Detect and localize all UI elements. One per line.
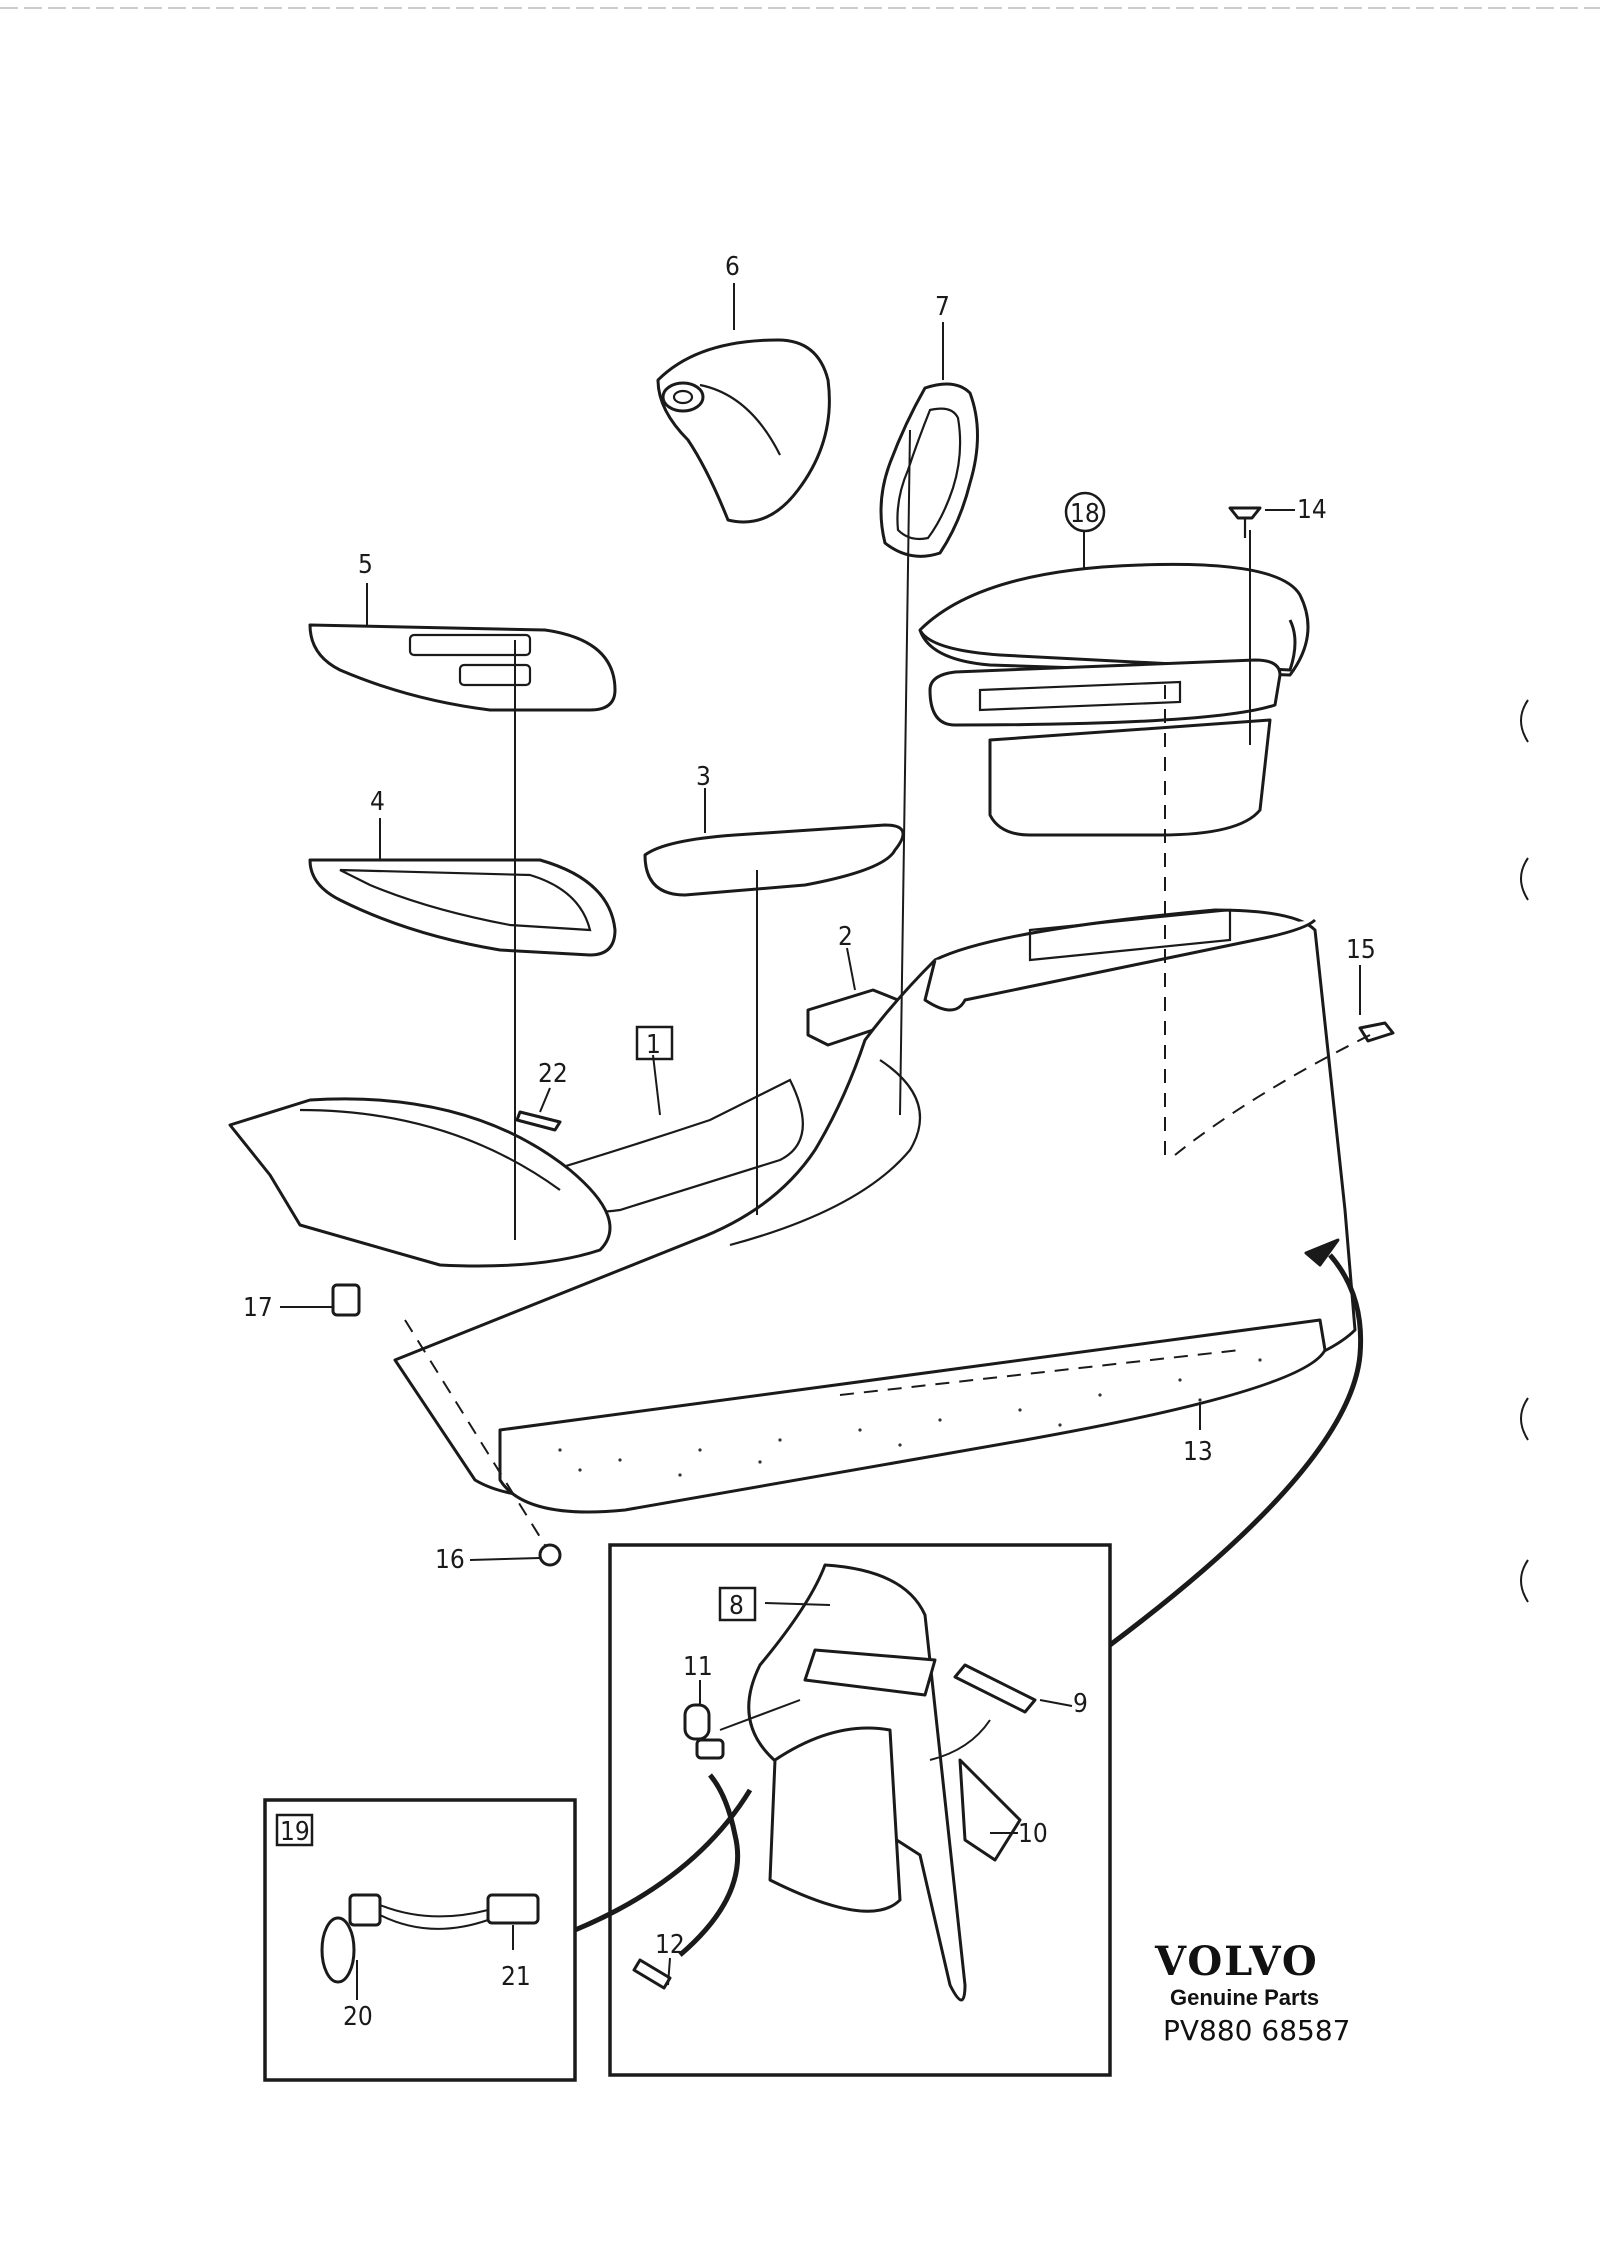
callout-9: 9 — [1073, 1689, 1088, 1719]
switch-12-part — [632, 1958, 672, 1990]
part-code: PV880 68587 — [1163, 2014, 1350, 2047]
callout-frames — [275, 491, 1106, 1847]
callout-12: 12 — [655, 1930, 685, 1960]
volvo-logo: VOLVO — [1154, 1938, 1319, 1985]
callout-6: 6 — [725, 252, 740, 282]
callout-19: 19 — [280, 1817, 310, 1847]
callout-22: 22 — [538, 1059, 568, 1089]
assembly-lines — [514, 429, 1371, 1396]
callout-7: 7 — [935, 292, 950, 322]
cover-plate-3-part — [643, 823, 905, 897]
clip-22-part — [515, 1110, 562, 1132]
inset-arrow — [1108, 1238, 1364, 1647]
connector-21-part — [379, 1893, 540, 1930]
callout-4: 4 — [370, 787, 385, 817]
boot-frame-part — [879, 382, 979, 558]
trim-panel-5-part — [308, 623, 617, 712]
callout-20: 20 — [343, 2002, 373, 2032]
callout-11: 11 — [683, 1652, 713, 1682]
callout-13: 13 — [1183, 1437, 1213, 1467]
bracket-10-part — [958, 1758, 1022, 1862]
clip-17-part — [331, 1283, 361, 1317]
callout-14: 14 — [1297, 495, 1327, 525]
callout-5: 5 — [358, 550, 373, 580]
callout-2: 2 — [838, 922, 853, 952]
genuine-parts-label: Genuine Parts — [1170, 1985, 1319, 2010]
bulb-9-part — [953, 1663, 1037, 1714]
callout-10: 10 — [1018, 1819, 1048, 1849]
bulb-20-part — [320, 1893, 382, 1984]
scan-marks — [0, 7, 1600, 1603]
callout-18: 18 — [1070, 499, 1100, 529]
storage-box-part — [928, 658, 1282, 837]
gear-boot-part — [656, 338, 831, 524]
callout-16: 16 — [435, 1545, 465, 1575]
callout-3: 3 — [696, 762, 711, 792]
callout-labels: 1 2 3 4 5 6 7 8 9 10 11 12 13 14 15 16 1… — [243, 252, 1376, 2032]
holder-11-part — [683, 1703, 725, 1760]
brand-block: VOLVO Genuine Parts PV880 68587 — [1154, 1938, 1350, 2047]
ashtray-housing-part — [747, 1563, 967, 2002]
leader-lines — [280, 283, 1361, 2000]
callout-1: 1 — [646, 1030, 661, 1060]
inset-box-19 — [263, 1788, 753, 2082]
frame-4-part — [308, 858, 617, 957]
inset-box-8 — [608, 1543, 1112, 2077]
callout-17: 17 — [243, 1293, 273, 1323]
carpet-strip-part — [498, 1318, 1327, 1514]
callout-21: 21 — [501, 1962, 531, 1992]
callout-8: 8 — [729, 1591, 744, 1621]
carpet-specks — [558, 1358, 1262, 1477]
callout-15: 15 — [1346, 935, 1376, 965]
screw-16-part — [404, 1319, 562, 1567]
armrest-lid-part — [918, 562, 1310, 677]
screw-part — [1228, 506, 1262, 538]
